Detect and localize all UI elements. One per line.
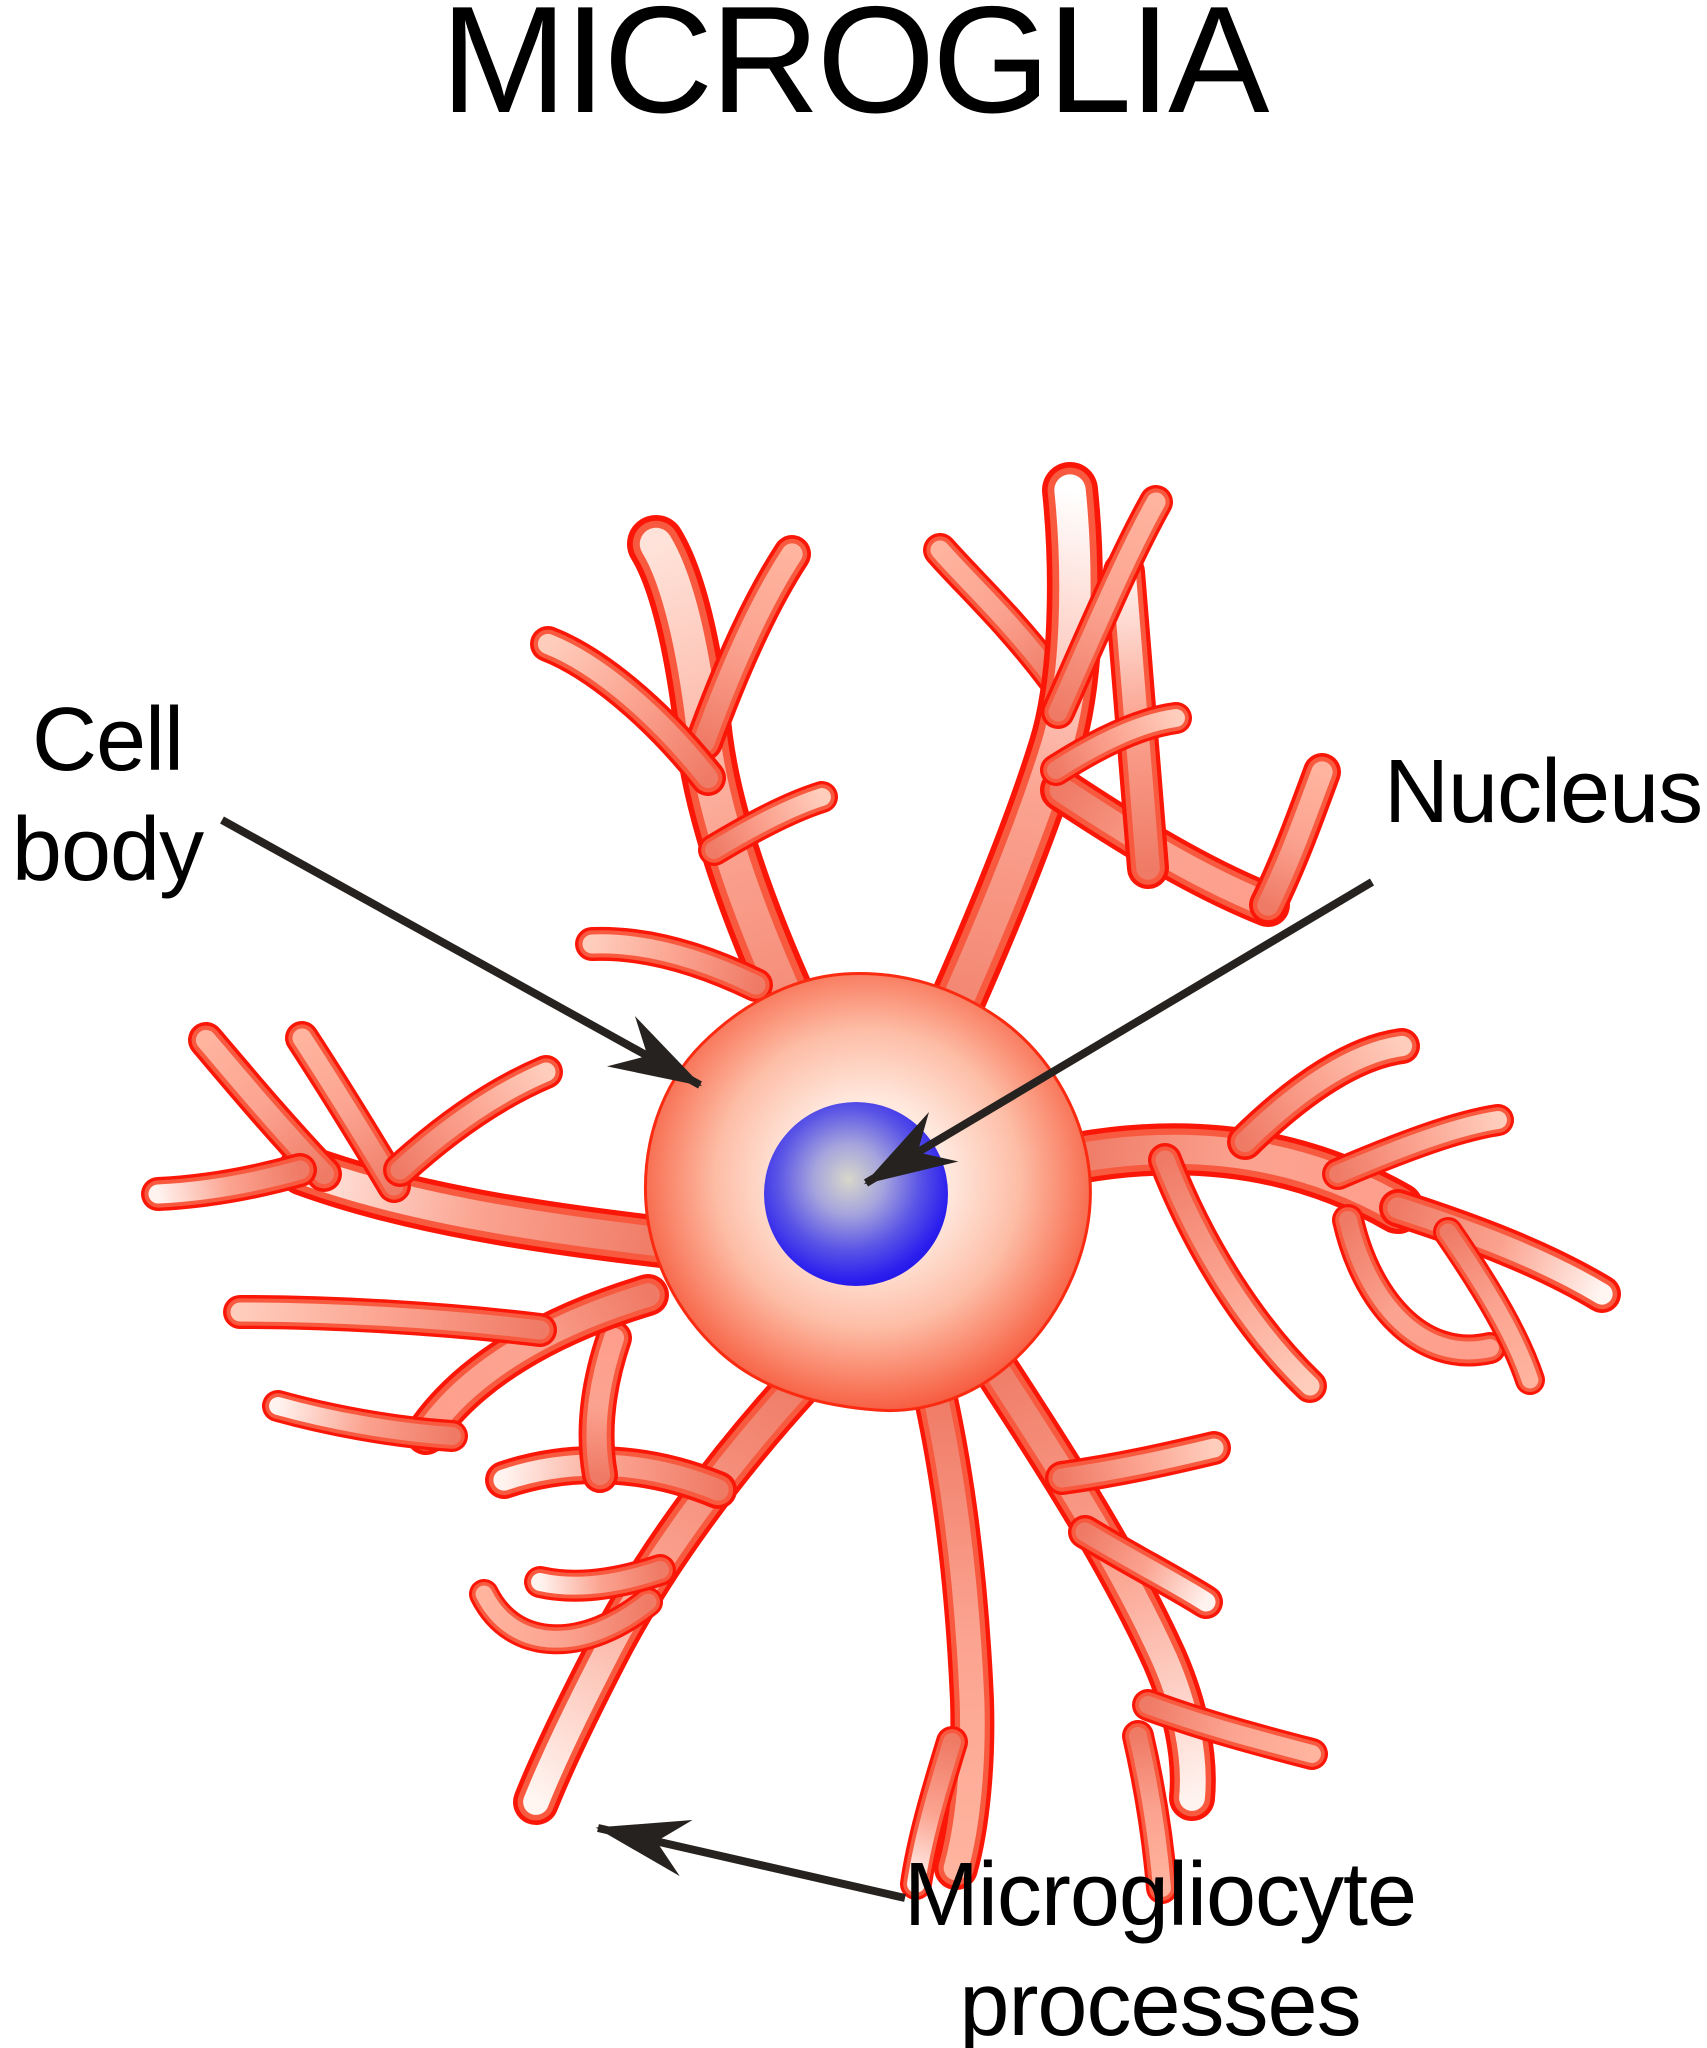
cell-process bbox=[977, 1347, 1206, 1811]
cell-process bbox=[1155, 1150, 1320, 1396]
cell-process bbox=[269, 1397, 461, 1445]
cell-process bbox=[922, 1382, 985, 1881]
cell-process bbox=[1257, 761, 1333, 916]
cell-process bbox=[414, 1283, 660, 1446]
cell-processes bbox=[141, 462, 1621, 1904]
cell-process bbox=[1112, 560, 1160, 880]
cell-process bbox=[1139, 1696, 1321, 1763]
cell-process bbox=[693, 543, 803, 753]
cell-process bbox=[537, 633, 719, 789]
cell-process bbox=[586, 1327, 625, 1486]
cell-process bbox=[289, 1155, 677, 1257]
cell-process bbox=[930, 540, 1065, 690]
nucleus-label: Nucleus bbox=[1384, 742, 1703, 842]
processes-arrow bbox=[595, 1820, 906, 1902]
cell-process bbox=[907, 1733, 961, 1893]
cell-process bbox=[705, 788, 831, 859]
diagram-title: MICROGLIA bbox=[440, 0, 1270, 145]
annotation-arrows bbox=[220, 816, 1375, 1902]
cell-process bbox=[1052, 1438, 1224, 1488]
processes-label: Microgliocyte processes bbox=[903, 1845, 1417, 2048]
cell-process bbox=[148, 1160, 310, 1204]
cell-body-arrow bbox=[220, 816, 703, 1089]
cell-process bbox=[1339, 1211, 1499, 1360]
cell-process bbox=[1234, 1035, 1413, 1153]
cell-process bbox=[1129, 1727, 1171, 1897]
nucleus-arrow bbox=[863, 878, 1375, 1187]
cell-process bbox=[1047, 709, 1185, 779]
cell-process bbox=[1387, 1197, 1613, 1305]
cell-process bbox=[1075, 1522, 1216, 1612]
cell-process bbox=[390, 1062, 556, 1180]
nucleus-shape bbox=[764, 1102, 948, 1286]
cell-process bbox=[582, 934, 766, 995]
cell-process bbox=[1439, 1223, 1539, 1389]
cell-body-label: Cell body bbox=[11, 690, 204, 900]
cell-process bbox=[230, 1302, 550, 1340]
cell-process bbox=[475, 1585, 657, 1648]
cell-process bbox=[531, 1561, 669, 1595]
cell-process bbox=[1329, 1111, 1507, 1183]
cell-process bbox=[1048, 492, 1166, 722]
